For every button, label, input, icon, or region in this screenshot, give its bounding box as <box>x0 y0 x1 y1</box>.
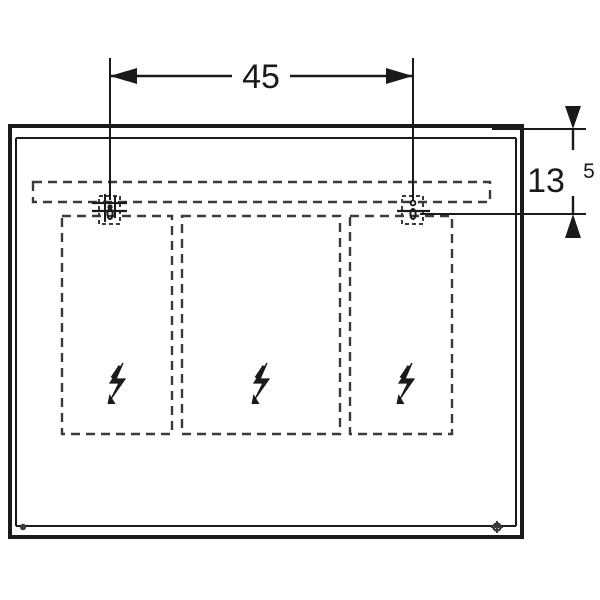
dimension-13-5: 13 5 <box>420 106 595 238</box>
screw-head-icon <box>491 521 503 533</box>
wall-bracket-anchor-icon <box>397 195 430 225</box>
cabinet-body-outline <box>8 124 524 539</box>
dim-45-label: 45 <box>242 58 280 96</box>
lightning-bolt-icon <box>107 362 127 404</box>
mount-right-slot <box>409 208 417 220</box>
screw-head-icon <box>19 523 27 531</box>
door-middle <box>180 214 342 436</box>
door-left <box>60 214 174 436</box>
dim-135-label-superscript: 5 <box>583 160 595 183</box>
dim-135-arrowhead-bottom <box>565 214 581 238</box>
fasteners-group <box>19 521 503 533</box>
mount-right-center-ring <box>409 199 417 207</box>
mounting-rail <box>31 180 492 204</box>
wall-bracket-anchor-icon <box>92 194 127 225</box>
mounting-rail-outline <box>31 180 492 204</box>
lightning-bolt-icon <box>251 362 271 404</box>
dim-45-arrowhead-left <box>110 68 137 84</box>
mount-left-slot <box>106 208 114 220</box>
lightning-bolt-icon <box>396 362 416 404</box>
dim-45-arrowhead-right <box>386 68 413 84</box>
cabinet-outer-edge <box>8 124 524 539</box>
fastener-bottom-left <box>19 523 27 531</box>
electrical-symbols-group <box>107 362 416 404</box>
dim-135-label: 13 <box>527 162 565 200</box>
dimension-45: 45 <box>109 58 414 200</box>
dim-135-arrowhead-top <box>565 106 581 129</box>
